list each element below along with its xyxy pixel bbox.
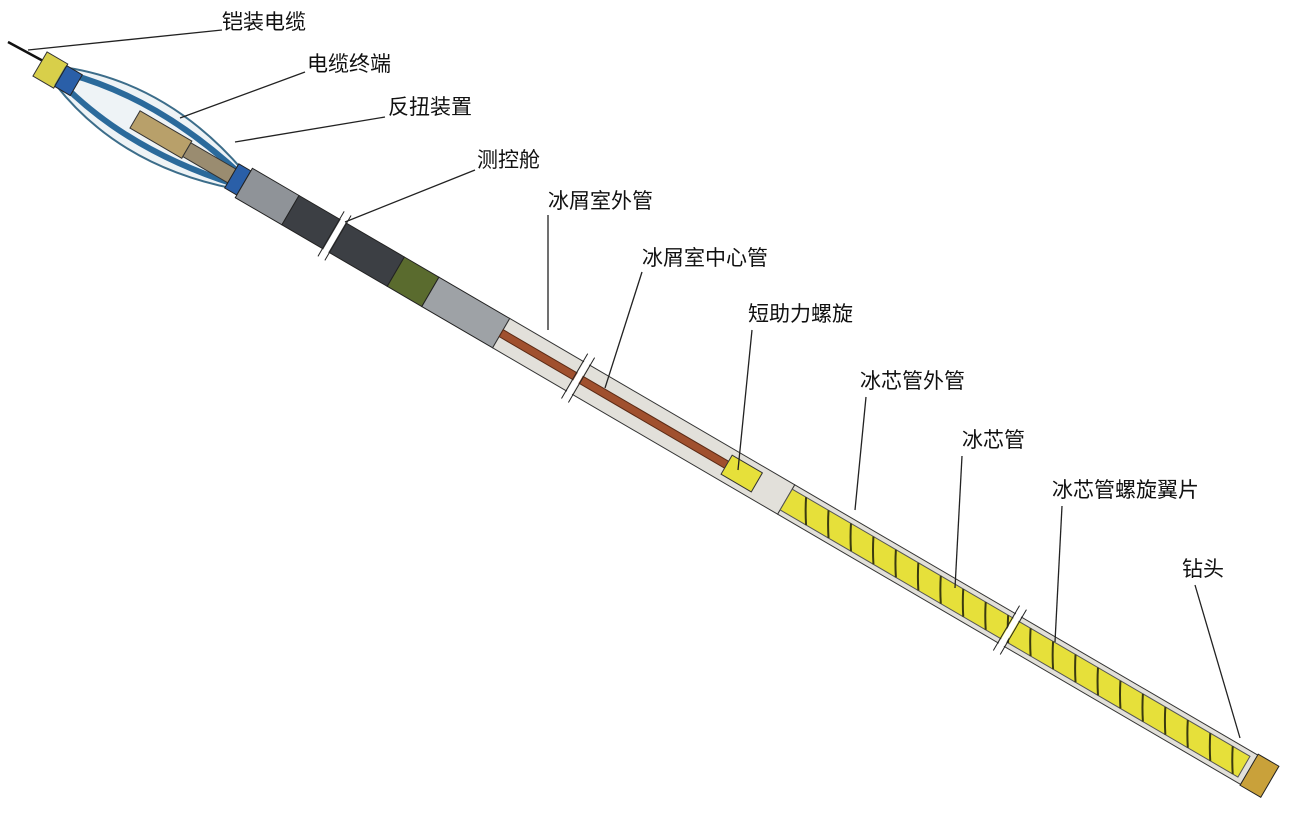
label-control-module: 测控舱 bbox=[477, 148, 540, 172]
break-mark bbox=[318, 211, 351, 260]
label-chip-chamber-outer: 冰屑室外管 bbox=[548, 189, 653, 213]
flight-line bbox=[961, 588, 965, 617]
flight-line bbox=[1186, 719, 1189, 748]
flight-line bbox=[1231, 746, 1234, 775]
label-armored-cable: 铠装电缆 bbox=[222, 10, 306, 34]
flight-line bbox=[804, 497, 808, 526]
flight-line bbox=[894, 549, 897, 578]
label-anti-torque: 反扭装置 bbox=[388, 95, 472, 119]
leader-lines bbox=[27, 29, 1241, 739]
flight-line bbox=[916, 562, 920, 591]
flight-line bbox=[827, 510, 830, 539]
flight-line bbox=[1119, 680, 1122, 709]
label-core-barrel-flights: 冰芯管螺旋翼片 bbox=[1052, 478, 1199, 502]
coupling-section bbox=[421, 276, 511, 349]
label-chip-chamber-center: 冰屑室中心管 bbox=[642, 246, 768, 270]
label-cable-termination: 电缆终端 bbox=[307, 52, 391, 76]
short-auger bbox=[720, 454, 764, 493]
label-short-auger: 短助力螺旋 bbox=[748, 302, 853, 326]
flight-line bbox=[1208, 733, 1212, 761]
label-core-barrel: 冰芯管 bbox=[962, 428, 1025, 452]
anti-torque-assembly bbox=[53, 65, 252, 196]
flight-line bbox=[1029, 628, 1032, 657]
core-barrel bbox=[779, 488, 1251, 778]
drill-head bbox=[1239, 753, 1280, 799]
flight-line bbox=[1163, 706, 1167, 735]
flight-line bbox=[849, 523, 852, 552]
control-module bbox=[281, 194, 406, 288]
chip-chamber-center-tube bbox=[498, 329, 733, 471]
label-core-barrel-outer: 冰芯管外管 bbox=[860, 369, 965, 393]
label-drill-head: 钻头 bbox=[1182, 557, 1224, 581]
flight-line bbox=[1051, 641, 1055, 670]
flight-line bbox=[939, 575, 942, 604]
flight-line bbox=[1096, 667, 1099, 696]
flight-line bbox=[1074, 654, 1077, 683]
flight-line bbox=[871, 536, 875, 565]
armored-cable bbox=[7, 40, 46, 64]
flight-line bbox=[984, 602, 987, 630]
flight-line bbox=[1141, 693, 1144, 722]
